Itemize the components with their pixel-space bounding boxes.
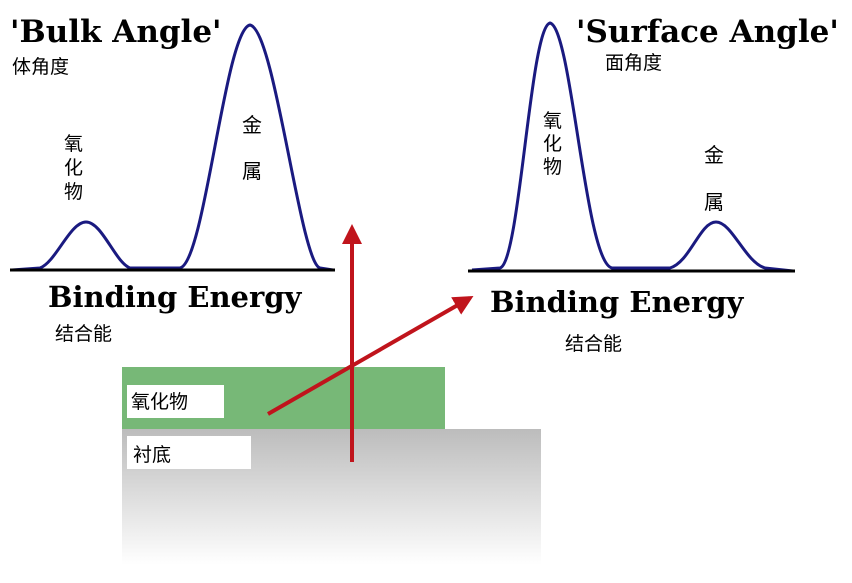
- bulk-metal-peak-label-2: 属: [242, 159, 262, 183]
- surface-oxide-peak-label-1: 氧: [543, 110, 562, 132]
- bulk-axis-sublabel: 结合能: [55, 323, 112, 345]
- surface-oxide-peak-label-2: 化: [543, 133, 562, 155]
- bulk-subtitle: 体角度: [12, 56, 69, 78]
- bulk-spectrum-curve: [11, 23, 334, 272]
- surface-subtitle: 面角度: [605, 52, 662, 74]
- surface-metal-peak-label-2: 属: [704, 190, 724, 214]
- surface-oxide-peak-label-3: 物: [543, 156, 562, 178]
- surface-spectrum-curve: [471, 21, 794, 273]
- substrate-label-box: [127, 436, 251, 469]
- bulk-title: 'Bulk Angle': [10, 14, 222, 50]
- surface-title: 'Surface Angle': [576, 14, 839, 50]
- bulk-metal-peak-label-1: 金: [242, 113, 262, 137]
- surface-axis-label: Binding Energy: [490, 285, 745, 319]
- surface-angle-arrow: [267, 296, 474, 416]
- oxide-label-box: [127, 385, 224, 418]
- surface-metal-peak-label-1: 金: [704, 143, 724, 167]
- substrate-label: 衬底: [133, 444, 171, 466]
- bulk-oxide-peak-label-1: 氧: [64, 133, 83, 155]
- bulk-oxide-peak-label-3: 物: [64, 181, 83, 203]
- bulk-axis-label: Binding Energy: [48, 280, 303, 314]
- oxide-layer-label: 氧化物: [131, 391, 188, 413]
- bulk-oxide-peak-label-2: 化: [64, 157, 83, 179]
- surface-axis-sublabel: 结合能: [565, 333, 622, 355]
